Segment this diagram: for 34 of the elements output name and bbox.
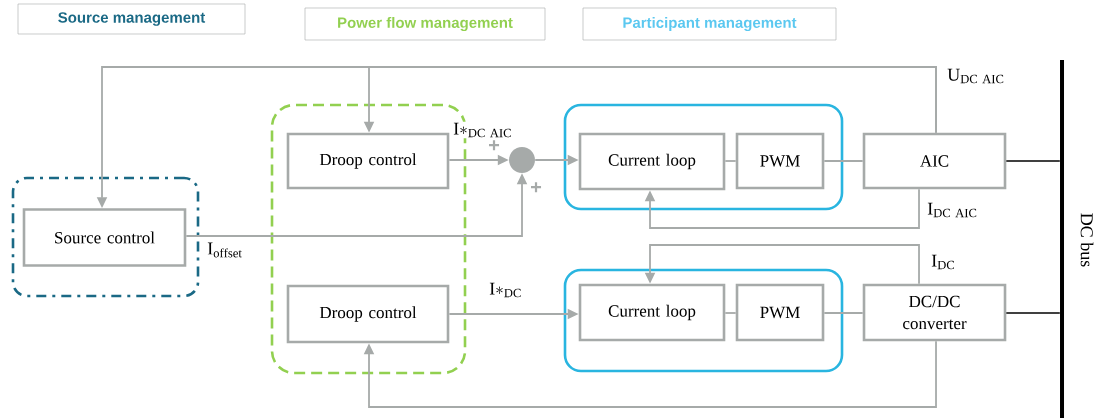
connector-line [823,312,864,314]
block-box: Current loop [578,132,726,191]
group-title-box: Participant management [582,7,837,41]
group-frame [11,176,200,298]
arrow [644,188,920,229]
bus-bar [1060,60,1064,418]
group-frame [563,103,844,211]
signal-label: $\mathrm{I_{DC\ AIC}}$ [926,201,979,219]
connector-line [823,160,864,162]
signal-label: $\mathrm{I*_{DC\ AIC}}$ [452,121,514,139]
bus-label: DC bus [1080,213,1094,267]
group-title-box: Power flow management [304,7,546,41]
group-title-box: Source management [17,3,246,35]
block-box: AIC [862,132,1007,190]
block-box: PWM [735,283,825,342]
plus-sign: + [489,140,500,151]
block-box: DC/DC converter [862,283,1007,342]
connector-line [1005,312,1061,314]
block-box: Source control [22,208,187,267]
summing-junction [509,147,535,173]
signal-label: $\mathrm{U_{DC\ AIC}}$ [946,67,1006,85]
arrow [363,340,937,408]
signal-label: $\mathrm{I*_{DC}}$ [488,281,523,299]
connector-line [724,160,737,162]
block-box: Current loop [578,283,726,342]
connector-line [724,312,737,314]
block-box: PWM [735,132,825,190]
connector-line [1005,160,1061,162]
block-box: Droop control [286,132,450,190]
signal-label: $\mathrm{I_{offset}}$ [206,241,244,259]
group-frame [563,268,844,373]
plus-sign: + [531,182,542,193]
signal-label: $\mathrm{I_{DC}}$ [930,253,957,271]
block-box: Droop control [286,284,450,344]
